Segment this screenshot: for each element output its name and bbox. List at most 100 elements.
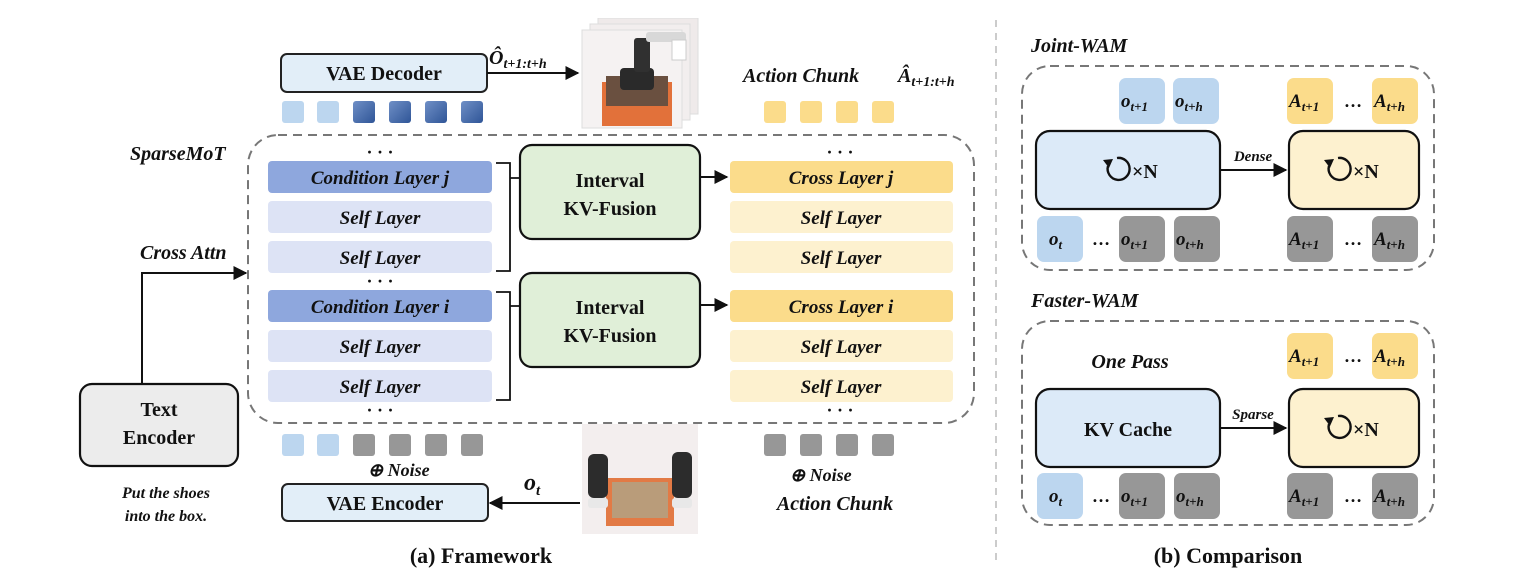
token	[764, 434, 786, 456]
token-o-t1-noisy	[1119, 216, 1165, 262]
loop-icon	[1324, 414, 1352, 440]
text-encoder-label-line1: Text	[140, 399, 177, 421]
vae-encoder-box	[281, 483, 489, 522]
dots: …	[1344, 486, 1362, 506]
token	[425, 434, 447, 456]
token	[353, 101, 375, 123]
svg-text:ot+1: ot+1	[1121, 91, 1148, 114]
ellipsis-left-middle: · · ·	[366, 271, 393, 291]
ellipsis-right-top: · · ·	[826, 142, 853, 162]
kv-cache-label: KV Cache	[1084, 419, 1172, 441]
token	[389, 101, 411, 123]
joint-wam-action-model	[1287, 129, 1421, 211]
token	[764, 101, 786, 123]
noise-label-left: ⊕ Noise	[368, 460, 430, 480]
action-token-row-bottom	[764, 434, 894, 456]
self-layer	[730, 330, 953, 362]
token	[872, 101, 894, 123]
svg-text:ot: ot	[1049, 229, 1063, 252]
token	[836, 434, 858, 456]
svg-text:ot+1: ot+1	[1121, 486, 1148, 509]
cross-attn-arrow	[141, 266, 248, 384]
token-o-t	[1037, 216, 1083, 262]
token	[282, 434, 304, 456]
token	[282, 101, 304, 123]
text-encoder-box	[78, 382, 240, 468]
token-a-th	[1372, 78, 1418, 124]
text-encoder-label-line2: Encoder	[123, 427, 195, 449]
loop-icon	[1103, 156, 1131, 182]
times-n-label: ×N	[1353, 161, 1379, 183]
self-layer-label: Self Layer	[801, 248, 882, 269]
cross-layer-j	[730, 161, 953, 193]
svg-text:ot: ot	[1049, 486, 1063, 509]
caption-comparison: (b) Comparison	[1154, 543, 1303, 568]
svg-text:At+h: At+h	[1373, 346, 1405, 369]
joint-wam-obs-model	[1034, 129, 1222, 211]
times-n-label: ×N	[1132, 161, 1158, 183]
token	[317, 101, 339, 123]
encoder-token-row	[282, 434, 483, 456]
noise-label-right: ⊕ Noise	[790, 465, 852, 485]
svg-text:ot+h: ot+h	[1176, 229, 1204, 252]
action-chunk-bottom-label: Action Chunk	[775, 493, 893, 515]
token-o-th	[1173, 78, 1219, 124]
token-a-t1-noisy	[1287, 216, 1333, 262]
a-hat-symbol: Ât+1:t+h	[896, 63, 955, 90]
o-hat-symbol: Ôt+1:t+h	[489, 45, 547, 72]
loop-icon	[1324, 156, 1352, 182]
ellipsis-left-bottom: · · ·	[366, 400, 393, 420]
condition-layer-i	[268, 290, 492, 322]
self-layer	[730, 370, 953, 402]
token-o-th-noisy	[1174, 216, 1220, 262]
self-layer	[268, 201, 492, 233]
self-layer-label: Self Layer	[340, 208, 421, 229]
fusion-label-line2: KV-Fusion	[564, 198, 657, 220]
dense-label: Dense	[1233, 149, 1273, 165]
dots: …	[1092, 229, 1110, 249]
token-a-t1-noisy	[1287, 473, 1333, 519]
fusion-label-line2: KV-Fusion	[564, 325, 657, 347]
condition-layer-j-label: Condition Layer j	[311, 168, 450, 189]
svg-text:ot+h: ot+h	[1175, 91, 1203, 114]
token	[872, 434, 894, 456]
faster-wam-title: Faster-WAM	[1030, 290, 1140, 312]
self-layer	[268, 370, 492, 402]
svg-text:At+1: At+1	[1288, 486, 1319, 509]
token	[461, 101, 483, 123]
joint-wam-container	[1021, 65, 1435, 271]
svg-text:ot+1: ot+1	[1121, 229, 1148, 252]
token-a-t1	[1287, 333, 1333, 379]
svg-text:At+h: At+h	[1373, 91, 1405, 114]
sparse-label: Sparse	[1232, 407, 1274, 423]
vae-decoder-label: VAE Decoder	[326, 63, 442, 85]
faster-wam-action-model	[1287, 387, 1421, 469]
condition-layer-i-label: Condition Layer i	[311, 297, 450, 318]
svg-text:ot+h: ot+h	[1176, 486, 1204, 509]
bracket-lower	[496, 291, 520, 401]
one-pass-label: One Pass	[1091, 351, 1168, 373]
cross-attn-label: Cross Attn	[140, 242, 227, 264]
times-n-label: ×N	[1353, 419, 1379, 441]
svg-text:At+h: At+h	[1373, 486, 1405, 509]
token	[836, 101, 858, 123]
token-o-t	[1037, 473, 1083, 519]
predicted-frames-image	[580, 18, 700, 132]
ellipsis-right-bottom: · · ·	[826, 400, 853, 420]
cross-layer-j-label: Cross Layer j	[789, 168, 894, 189]
self-layer-label: Self Layer	[340, 248, 421, 269]
interval-kv-fusion-upper	[518, 143, 702, 241]
o-t-symbol: ot	[524, 470, 541, 499]
caption-framework: (a) Framework	[410, 543, 553, 568]
sparsemot-label: SparseMoT	[130, 143, 226, 165]
token-o-t1-noisy	[1119, 473, 1165, 519]
dots: …	[1344, 91, 1362, 111]
dots: …	[1344, 346, 1362, 366]
interval-kv-fusion-lower	[518, 271, 702, 369]
svg-text:At+1: At+1	[1288, 229, 1319, 252]
vae-encoder-label: VAE Encoder	[327, 493, 444, 515]
token-a-th-noisy	[1372, 216, 1418, 262]
faster-wam-container	[1021, 320, 1435, 526]
action-chunk-top-label: Action Chunk	[741, 65, 859, 87]
